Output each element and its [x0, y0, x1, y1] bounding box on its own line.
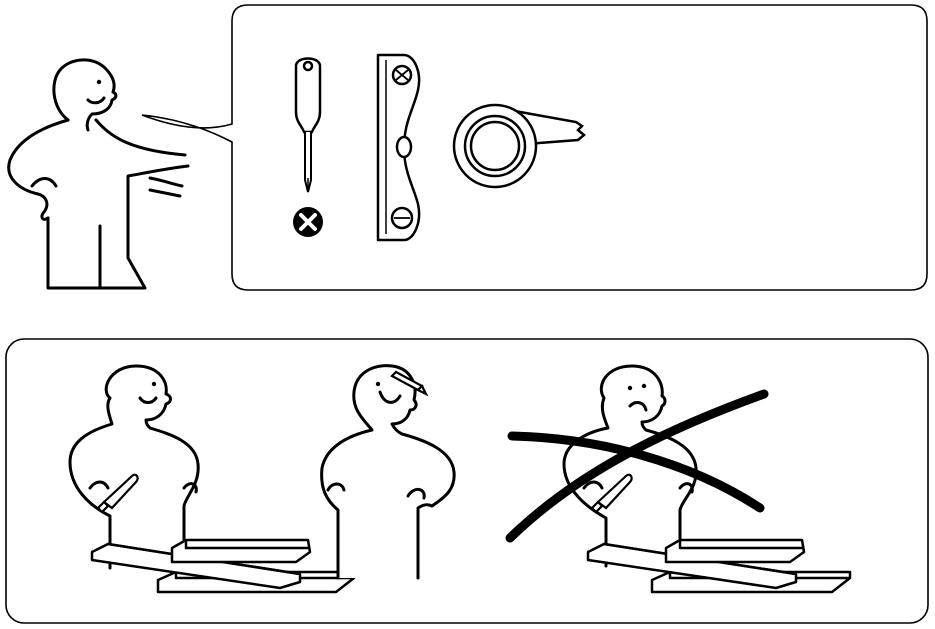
spirit-level-icon: [376, 53, 421, 242]
person-happy-1: [68, 364, 200, 570]
cross-icon: [293, 207, 323, 237]
crossed-out-mark: [505, 389, 769, 543]
scene-person-with-pencil: [320, 364, 456, 580]
screwdriver-in-hand-icon: [590, 473, 633, 514]
phillips-screwdriver-icon: [294, 57, 322, 193]
board-stack-2: [586, 538, 852, 594]
screwdriver-in-hand-icon: [96, 473, 139, 514]
scene-sad-person-crossed-out: [505, 364, 852, 594]
person-happy-2: [320, 364, 456, 580]
scene-person-with-screwdriver: [68, 364, 356, 594]
tools-panel: [7, 4, 928, 291]
pencil-behind-ear-icon: [390, 370, 429, 397]
person-pointing: [7, 58, 190, 290]
measuring-tape-icon: [452, 103, 586, 189]
assembly-panel: [5, 338, 929, 624]
